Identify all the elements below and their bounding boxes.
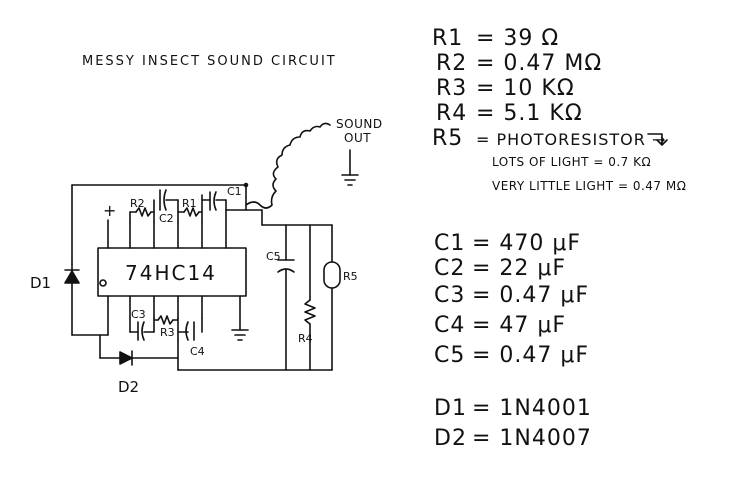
diode-values: D1 = 1N4001 D2 = 1N4007 bbox=[434, 396, 592, 451]
chip-74hc14 bbox=[97, 247, 247, 297]
sound-out-label-2: OUT bbox=[344, 131, 371, 145]
diode-name-1: D1 bbox=[434, 396, 467, 421]
resistor-value-4: = 5.1 KΩ bbox=[476, 101, 583, 126]
label-c5: C5 bbox=[266, 250, 281, 263]
bottom-rc-network bbox=[129, 315, 203, 341]
photoresistor-note-1: LOTS OF LIGHT = 0.7 KΩ bbox=[492, 155, 651, 169]
label-r2: R2 bbox=[130, 197, 145, 210]
circuit-title: MESSY INSECT SOUND CIRCUIT bbox=[82, 54, 337, 69]
label-c4: C4 bbox=[190, 345, 205, 358]
top-rc-network bbox=[129, 189, 227, 223]
photoresistor-arrow-icon bbox=[647, 133, 668, 146]
resistor-value-3: = 10 KΩ bbox=[476, 76, 575, 101]
resistor-value-1: = 39 Ω bbox=[476, 26, 559, 51]
resistor-value-5: = PHOTORESISTOR → bbox=[476, 130, 666, 149]
capacitor-values: C1 = 470 μF C2 = 22 μF C3 = 0.47 μF C4 =… bbox=[434, 231, 589, 368]
label-r5: R5 bbox=[343, 270, 358, 283]
diode-d1 bbox=[64, 263, 109, 336]
chip-ground bbox=[231, 329, 249, 341]
label-c1: C1 bbox=[227, 185, 242, 198]
label-c2: C2 bbox=[159, 212, 174, 225]
resistor-values: R1 = 39 Ω R2 = 0.47 MΩ R3 = 10 KΩ R4 = 5… bbox=[432, 26, 666, 151]
resistor-value-2: = 0.47 MΩ bbox=[476, 51, 602, 76]
resistor-name-5: R5 bbox=[432, 126, 463, 151]
sound-output-wire bbox=[245, 122, 359, 209]
resistor-name-2: R2 bbox=[436, 51, 467, 76]
resistor-name-4: R4 bbox=[436, 101, 467, 126]
diode-value-1: = 1N4001 bbox=[472, 396, 592, 421]
capacitor-value-3: = 0.47 μF bbox=[472, 283, 589, 308]
capacitor-name-4: C4 bbox=[434, 313, 465, 338]
capacitor-value-2: = 22 μF bbox=[472, 256, 566, 281]
sound-out-label-1: SOUND bbox=[336, 117, 383, 131]
capacitor-name-5: C5 bbox=[434, 343, 465, 368]
label-d2: D2 bbox=[118, 378, 139, 396]
label-c3: C3 bbox=[131, 308, 146, 321]
capacitor-value-5: = 0.47 μF bbox=[472, 343, 589, 368]
diode-value-2: = 1N4007 bbox=[472, 426, 592, 451]
photoresistor-note-2: VERY LITTLE LIGHT = 0.47 MΩ bbox=[492, 179, 686, 193]
capacitor-name-2: C2 bbox=[434, 256, 465, 281]
chip-label: 74HC14 bbox=[125, 261, 217, 285]
capacitor-name-1: C1 bbox=[434, 231, 465, 256]
chip-bottom-pins bbox=[107, 295, 241, 336]
label-r4: R4 bbox=[298, 332, 313, 345]
resistor-name-1: R1 bbox=[432, 26, 463, 51]
capacitor-value-4: = 47 μF bbox=[472, 313, 566, 338]
top-bus-wire bbox=[71, 182, 249, 265]
label-r1: R1 bbox=[182, 197, 197, 210]
label-d1: D1 bbox=[30, 274, 51, 292]
chip-pin1-dot bbox=[99, 279, 107, 287]
vcc-plus: + bbox=[103, 201, 116, 220]
resistor-name-3: R3 bbox=[436, 76, 467, 101]
right-network bbox=[177, 209, 341, 371]
chip-top-pins bbox=[107, 209, 227, 249]
label-r3: R3 bbox=[160, 326, 175, 339]
capacitor-name-3: C3 bbox=[434, 283, 465, 308]
capacitor-value-1: = 470 μF bbox=[472, 231, 581, 256]
diode-name-2: D2 bbox=[434, 426, 467, 451]
diode-d2 bbox=[99, 334, 179, 366]
